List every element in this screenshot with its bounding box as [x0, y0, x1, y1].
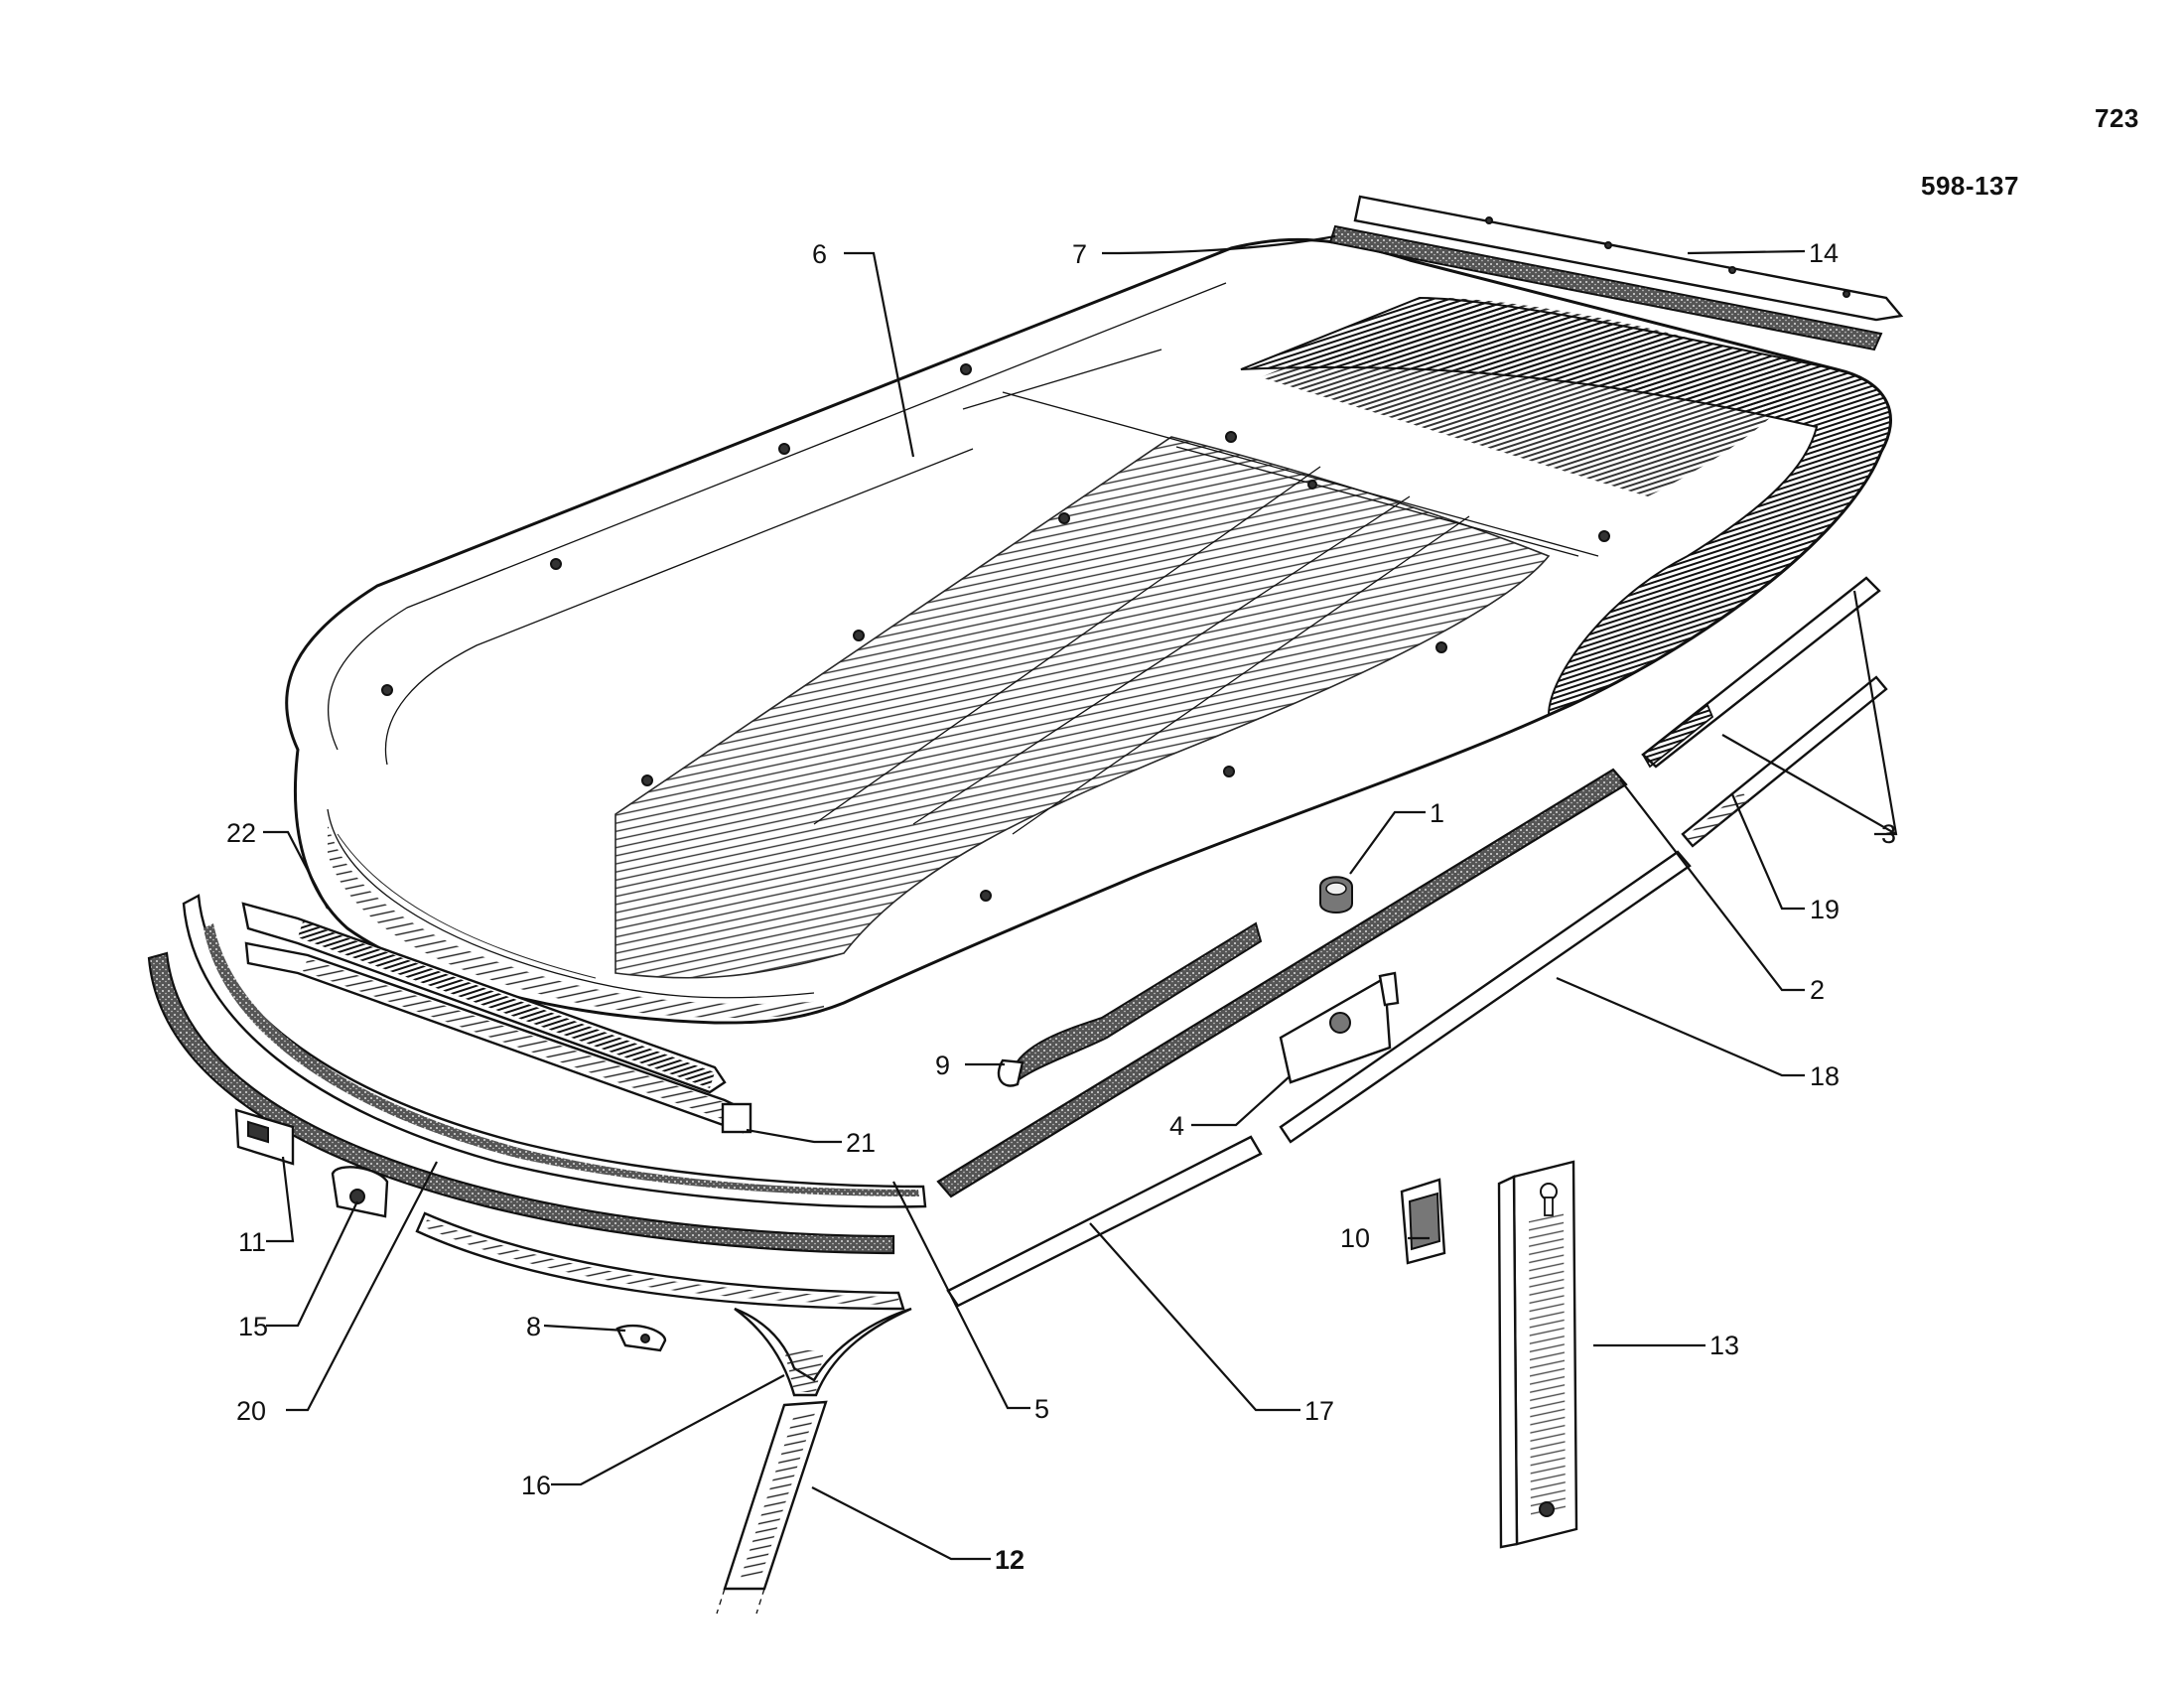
front-channel-21 — [244, 941, 752, 1134]
callout-15: 15 — [238, 1312, 268, 1341]
bracket-4 — [1279, 971, 1400, 1084]
drawing-code: 598-137 — [1921, 171, 2019, 201]
clip-11 — [234, 1108, 295, 1166]
callout-17: 17 — [1304, 1396, 1334, 1426]
grommet-1 — [1319, 876, 1353, 914]
page-number: 723 — [2095, 103, 2139, 133]
rear-trim-strip-14 — [1353, 195, 1904, 322]
front-seal-5 — [182, 894, 927, 1208]
seal-9 — [997, 921, 1263, 1087]
callout-10: 10 — [1340, 1223, 1370, 1253]
clip-15 — [331, 1166, 389, 1218]
callout-9: 9 — [935, 1051, 950, 1080]
callout-4: 4 — [1169, 1111, 1184, 1141]
callout-labels: 6 7 14 3 19 2 18 1 9 4 17 10 13 5 22 21 … — [226, 238, 1896, 1575]
callout-14: 14 — [1809, 238, 1839, 268]
roof-panel — [285, 237, 1892, 1025]
side-strip-18 — [1279, 850, 1692, 1144]
leader-lines — [263, 234, 1898, 1561]
side-strip-19 — [1681, 675, 1888, 848]
side-seal-2 — [936, 768, 1628, 1198]
callout-13: 13 — [1709, 1331, 1739, 1360]
callout-1: 1 — [1430, 798, 1444, 828]
pillar-12 — [716, 1400, 828, 1615]
front-lower-strip — [415, 1211, 905, 1311]
post-13 — [1497, 1160, 1578, 1549]
clip-8 — [615, 1324, 667, 1352]
clip-10 — [1400, 1178, 1446, 1265]
callout-16: 16 — [521, 1471, 551, 1500]
callout-5: 5 — [1034, 1394, 1049, 1424]
callout-22: 22 — [226, 818, 256, 848]
callout-11: 11 — [238, 1227, 266, 1257]
callout-21: 21 — [846, 1128, 876, 1158]
callout-20: 20 — [236, 1396, 266, 1426]
pillar-16 — [734, 1307, 912, 1397]
front-trim-22 — [241, 902, 727, 1094]
callout-3: 3 — [1881, 819, 1896, 849]
roof-rivet-holes — [381, 363, 1610, 902]
callout-2: 2 — [1810, 975, 1825, 1005]
callout-6: 6 — [812, 239, 827, 269]
callout-8: 8 — [526, 1312, 541, 1341]
callout-7: 7 — [1072, 239, 1087, 269]
side-seal-3 — [1641, 576, 1881, 769]
front-seal-20 — [147, 951, 895, 1255]
callout-19: 19 — [1810, 895, 1840, 924]
callout-12: 12 — [995, 1545, 1024, 1575]
callout-18: 18 — [1810, 1061, 1840, 1091]
